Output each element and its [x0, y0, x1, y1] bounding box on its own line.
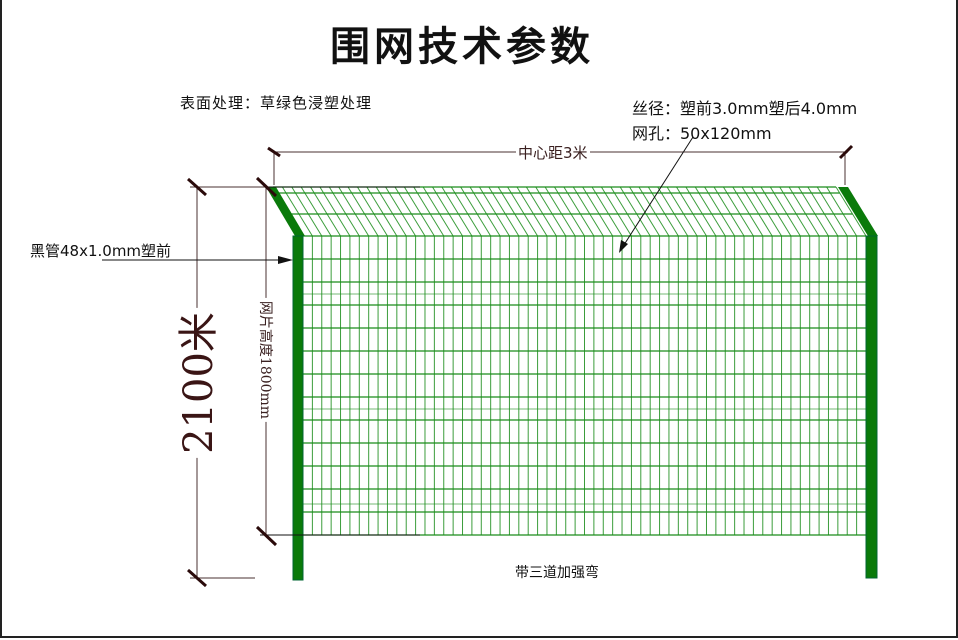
slanted-wire [638, 186, 670, 237]
slanted-wire [357, 186, 388, 237]
slanted-wire [319, 186, 351, 237]
slanted-wire [385, 186, 417, 237]
slanted-wire [722, 186, 754, 237]
slanted-wire [582, 186, 614, 237]
slanted-wire [769, 186, 801, 237]
slanted-wire [488, 186, 520, 237]
mesh-leader-arrow [619, 136, 694, 253]
slanted-wire [788, 186, 820, 237]
slanted-wire [610, 186, 642, 237]
slanted-wire [619, 186, 651, 237]
slanted-wire [535, 186, 567, 237]
slanted-wire [600, 186, 632, 237]
right-post-slant [838, 187, 878, 236]
surface-treatment-label: 表面处理：草绿色浸塑处理 [180, 94, 373, 112]
left-post-slant [266, 187, 305, 236]
slanted-wire [328, 186, 360, 237]
wire-diameter-label: 丝径：塑前3.0mm塑后4.0mm [632, 99, 858, 118]
total-height-label: 2100米 [166, 308, 224, 458]
slanted-wire [366, 186, 398, 237]
panel-height-label: 网片高度1800mm [256, 297, 276, 423]
slanted-wire [647, 186, 679, 237]
slanted-wire [563, 186, 595, 237]
slanted-wire [516, 186, 548, 237]
slanted-wire [807, 186, 839, 237]
right-post [865, 235, 878, 579]
dimension-ticks [187, 144, 854, 588]
pipe-arrow [102, 256, 293, 264]
slanted-wire [422, 186, 454, 237]
slanted-wire [507, 186, 539, 237]
slanted-wire [572, 186, 604, 237]
slanted-wire [741, 186, 773, 237]
slanted-wire [300, 186, 332, 237]
slanted-wire [676, 186, 707, 237]
slanted-wire [432, 186, 463, 237]
slanted-wire [779, 186, 811, 237]
left-post [292, 235, 304, 581]
slanted-wire [751, 186, 782, 237]
slanted-wire [826, 186, 858, 237]
slanted-wire [694, 186, 726, 237]
slanted-wire [394, 186, 426, 237]
slanted-wire [760, 186, 792, 237]
slanted-wire [629, 186, 660, 237]
wire-mesh-panel [266, 186, 878, 581]
slanted-wire [525, 186, 557, 237]
slanted-wire [497, 186, 529, 237]
slanted-wire [704, 186, 736, 237]
mesh-hole-label: 网孔：50x120mm [632, 124, 772, 143]
slanted-wire [835, 186, 867, 237]
slanted-wire [347, 186, 379, 237]
slanted-wire [685, 186, 717, 237]
slanted-wire [375, 186, 407, 237]
slanted-wire [816, 186, 848, 237]
slanted-wire [460, 186, 492, 237]
slanted-wire [479, 186, 510, 237]
slanted-wire [666, 186, 698, 237]
slanted-wire [450, 186, 482, 237]
center-distance-label: 中心距3米 [516, 142, 590, 163]
slanted-wire [281, 186, 313, 237]
slanted-wire [554, 186, 585, 237]
post-spec-label: 黑管48x1.0mm塑前 [30, 242, 172, 260]
slanted-wire [413, 186, 445, 237]
slanted-wire [310, 186, 341, 237]
reinforcement-label: 带三道加强弯 [515, 565, 599, 581]
slanted-wire [441, 186, 473, 237]
slanted-wire [544, 186, 576, 237]
slanted-wire [469, 186, 501, 237]
slanted-wire [338, 186, 370, 237]
slanted-wire [713, 186, 745, 237]
slanted-wire [657, 186, 689, 237]
slanted-wire [403, 186, 435, 237]
slanted-wire [591, 186, 623, 237]
slanted-wire [732, 186, 764, 237]
slanted-wire [291, 186, 323, 237]
page-title: 围网技术参数 [330, 23, 594, 70]
slanted-wire [798, 186, 829, 237]
